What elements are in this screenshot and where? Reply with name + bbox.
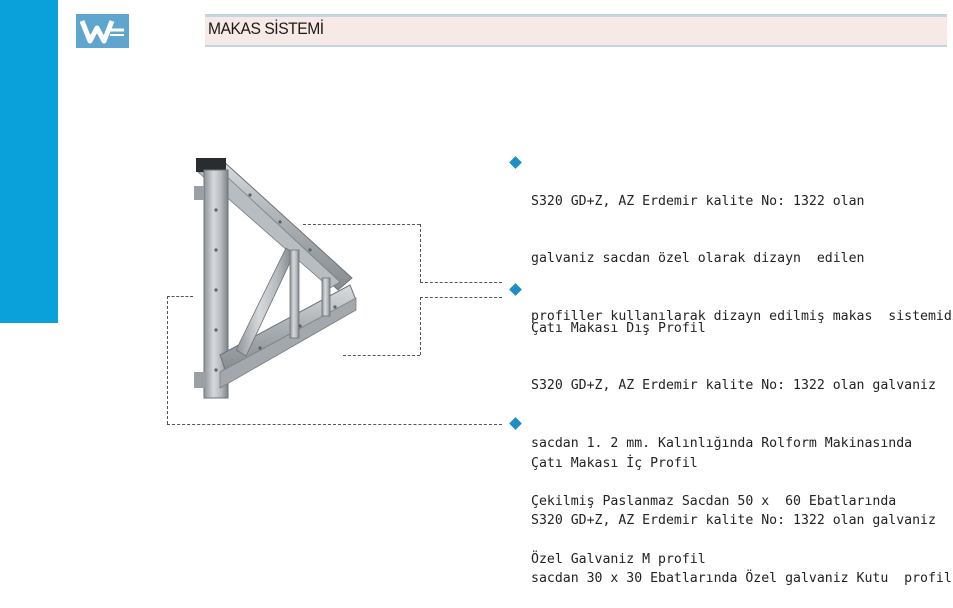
truss-illustration	[194, 158, 357, 399]
leader-line-low-h1	[167, 296, 193, 297]
text-line: sacdan 30 x 30 Ebatlarında Özel galvaniz…	[531, 571, 952, 587]
text-line: S320 GD+Z, AZ Erdemir kalite No: 1322 ol…	[531, 513, 936, 529]
logo	[76, 14, 129, 48]
leader-line-mid-h1	[343, 355, 420, 356]
header-bar: MAKAS SİSTEMİ	[76, 14, 947, 48]
text-line: profiller kullanılarak dizayn edilmiş ma…	[531, 309, 953, 325]
description-block-1: S320 GD+Z, AZ Erdemir kalite No: 1322 ol…	[531, 153, 953, 346]
leader-line-top-h2	[420, 282, 502, 283]
leader-line-mid-v	[420, 297, 421, 355]
text-line: S320 GD+Z, AZ Erdemir kalite No: 1322 ol…	[531, 193, 865, 209]
leader-line-top-v	[420, 224, 421, 282]
text-line: Çekilmiş Paslanmaz Sacdan 50 x 60 Ebatla…	[531, 494, 897, 510]
w-logo-icon	[79, 20, 124, 44]
diamond-bullet-icon	[509, 417, 522, 430]
leader-line-low-h2	[167, 424, 502, 425]
text-line: Özel Galvaniz M profil	[531, 552, 706, 568]
leader-line-low-v	[167, 296, 168, 424]
text-line: galvaniz sacdan özel olarak dizayn edile…	[531, 251, 865, 267]
diamond-bullet-icon	[509, 156, 522, 169]
leader-line-mid-h2	[420, 297, 502, 298]
page-title: MAKAS SİSTEMİ	[208, 19, 324, 38]
text-line: S320 GD+Z, AZ Erdemir kalite No: 1322 ol…	[531, 378, 936, 394]
text-line: sacdan 1. 2 mm. Kalınlığında Rolform Mak…	[531, 436, 913, 452]
text-line: Çatı Makası İç Profil	[531, 455, 698, 471]
diamond-bullet-icon	[509, 283, 522, 296]
description-block-2: Çatı Makası Dış Profil S320 GD+Z, AZ Erd…	[531, 280, 936, 589]
logo-spacer	[129, 14, 205, 48]
leader-line-top-h1	[303, 224, 420, 225]
text-line: Çatı Makası Dış Profil	[531, 320, 706, 336]
side-accent-bar	[0, 0, 58, 323]
description-block-3: Çatı Makası İç Profil S320 GD+Z, AZ Erde…	[531, 415, 952, 608]
